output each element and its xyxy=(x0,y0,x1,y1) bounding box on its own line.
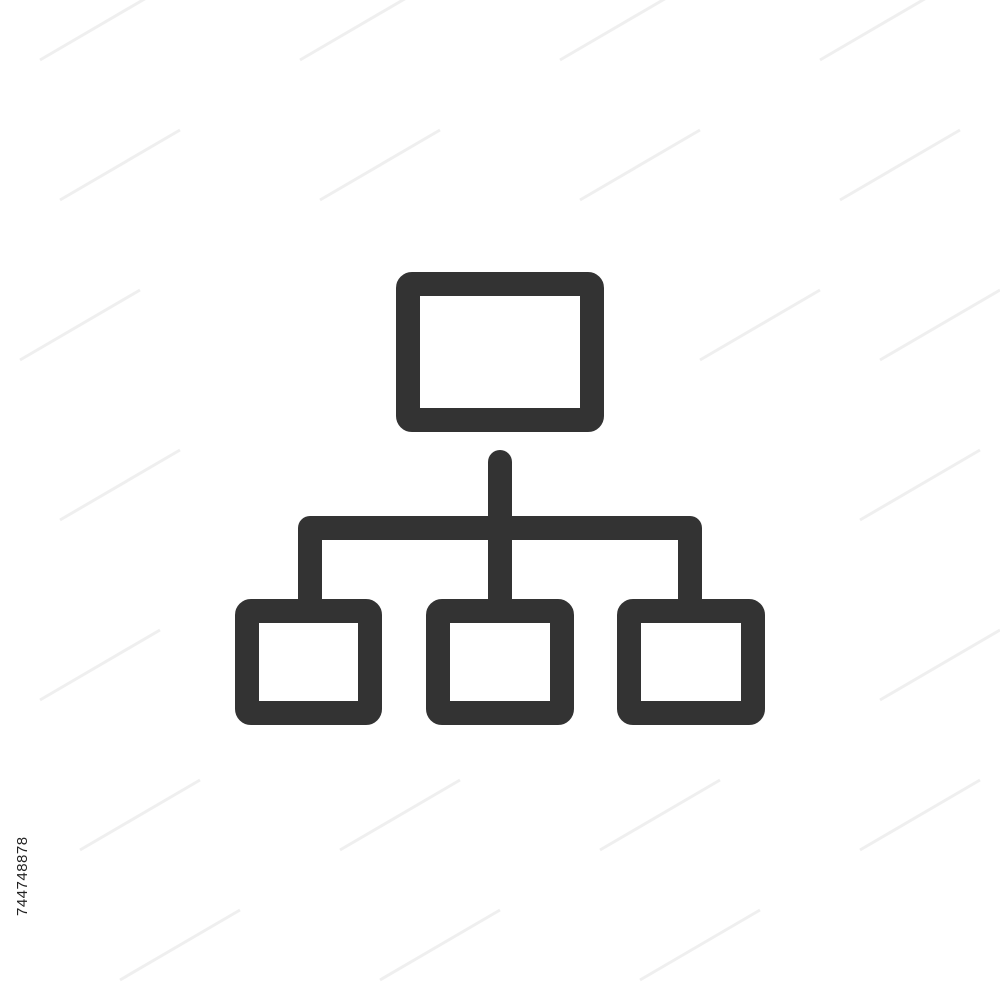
child-node-box-right xyxy=(617,599,765,725)
top-node-box xyxy=(396,272,604,432)
stock-image-id: 744748878 xyxy=(14,836,31,916)
connector-branches xyxy=(298,516,702,622)
child-node-box-left xyxy=(235,599,382,725)
child-node-box-center xyxy=(426,599,574,725)
